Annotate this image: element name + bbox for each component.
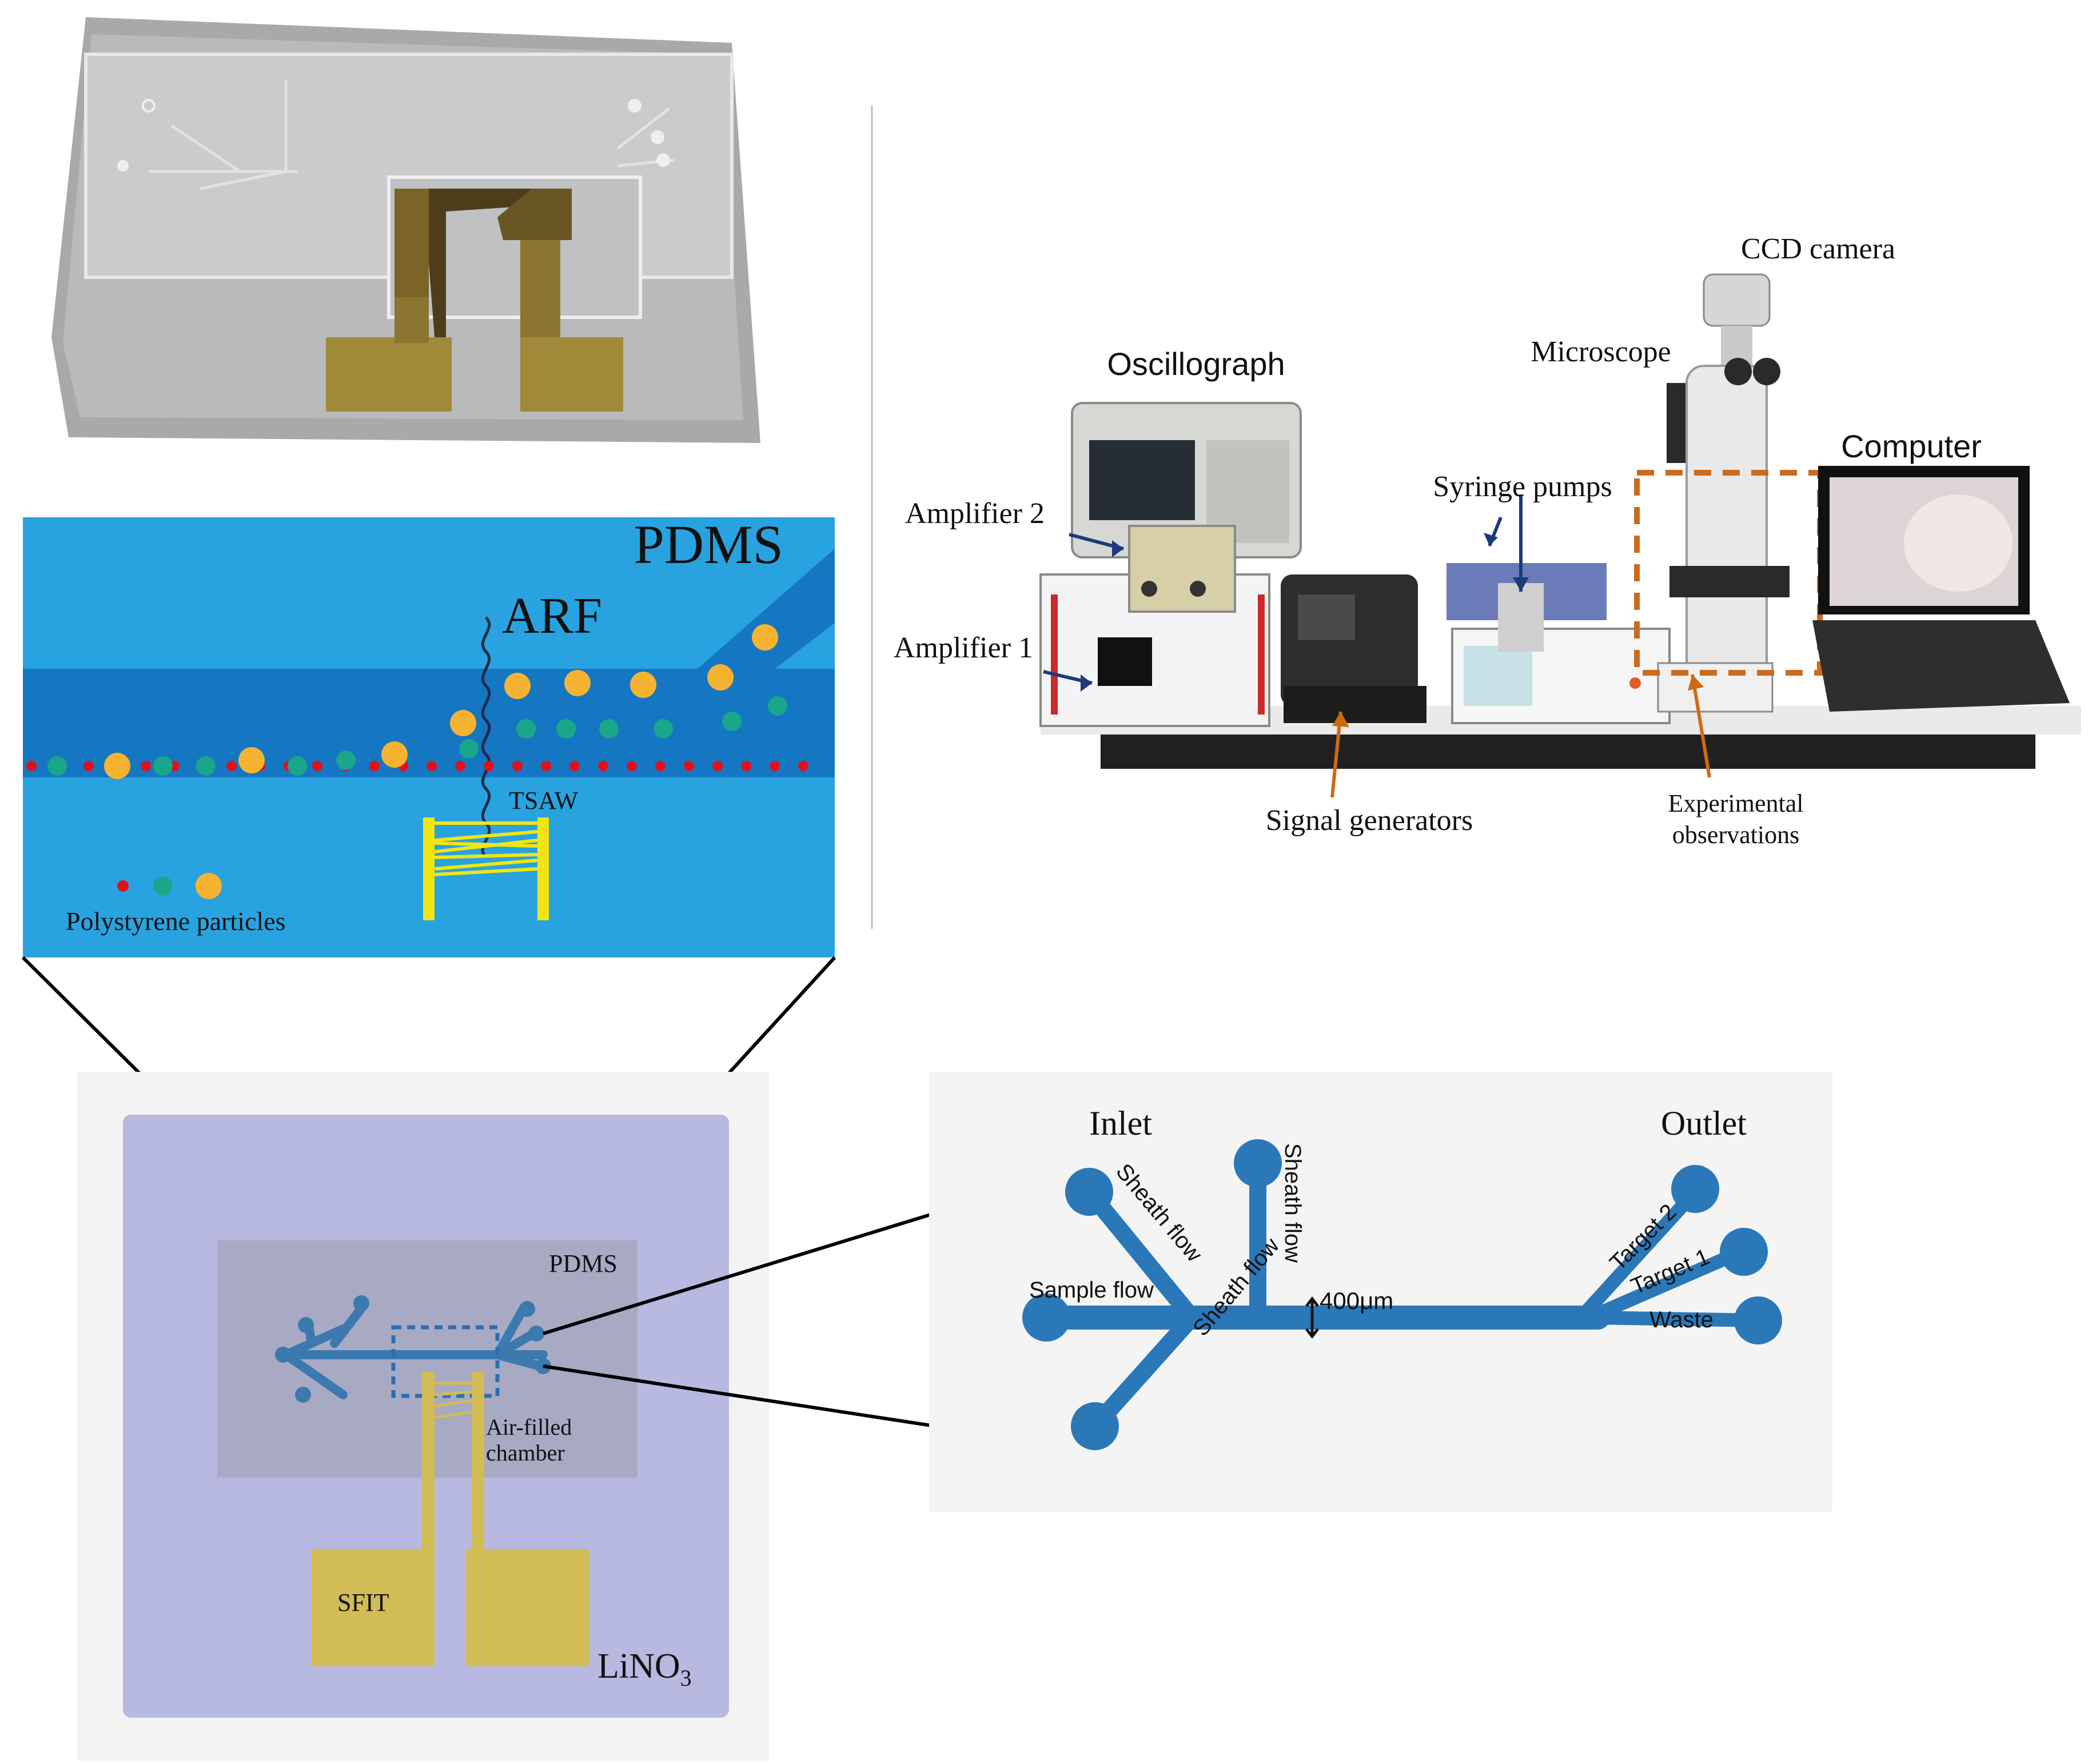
schematic-pdms-label: PDMS <box>634 514 783 575</box>
particle-red <box>598 761 608 771</box>
experimental-label-line1: Experimental <box>1668 789 1803 817</box>
chip-ports <box>275 1295 551 1403</box>
particle-red <box>226 761 237 771</box>
particle-orange <box>630 672 656 698</box>
inlet-sheath-vertical-port <box>1234 1139 1282 1187</box>
observation-box <box>1634 470 1823 676</box>
syringe-pumps-label: Syringe pumps <box>1433 470 1612 503</box>
particle-green <box>599 719 619 739</box>
particle-red <box>741 761 751 771</box>
sample-flow-label: Sample flow <box>1029 1278 1154 1303</box>
particle-red <box>455 761 465 771</box>
particle-orange <box>381 741 408 768</box>
computer-label: Computer <box>1841 428 1982 464</box>
particle-red <box>684 761 694 771</box>
inlet-sample-port <box>1022 1294 1070 1342</box>
tsaw-wave <box>481 616 491 859</box>
inlet-label: Inlet <box>1089 1104 1152 1142</box>
width-marker <box>1305 1296 1319 1339</box>
setup-pointer-arrows <box>1043 494 1711 798</box>
particle-red <box>427 761 437 771</box>
air-chamber-label-line2: chamber <box>486 1440 565 1466</box>
particle-orange <box>104 753 130 779</box>
legend-particle-red <box>117 880 129 892</box>
outlet-target-1-port <box>1720 1228 1768 1276</box>
experimental-label-line2: observations <box>1672 821 1799 849</box>
particle-red <box>141 761 151 771</box>
particle-green <box>153 756 173 776</box>
particle-red <box>569 761 580 771</box>
legend-particle-green <box>153 876 173 896</box>
amplifier-1-label: Amplifier 1 <box>894 632 1033 664</box>
particle-orange <box>504 673 531 699</box>
particle-red <box>484 761 494 771</box>
inlet-sheath-bottom-port <box>1071 1402 1119 1450</box>
signal-generator <box>1281 574 1426 723</box>
particle-red <box>83 761 94 771</box>
particle-red <box>712 761 723 771</box>
amplifier-2-label: Amplifier 2 <box>905 497 1045 530</box>
particle-green <box>516 719 536 739</box>
outlet-target-2-port <box>1671 1165 1719 1213</box>
sheath-flow-vertical-label: Sheath flow <box>1280 1143 1305 1263</box>
chip-photo <box>51 17 760 443</box>
particle-orange <box>752 624 778 650</box>
arf-label: ARF <box>502 588 602 644</box>
particle-orange <box>564 670 591 696</box>
amplifier-2-box <box>1128 525 1236 613</box>
air-chamber-label-line1: Air-filled <box>486 1414 572 1440</box>
substrate-label: LiNO3 <box>597 1647 692 1691</box>
syringe-pump <box>1447 563 1671 724</box>
particle-green <box>459 739 479 759</box>
tsaw-label: TSAW <box>509 787 579 815</box>
particle-red <box>512 761 523 771</box>
particle-green <box>336 751 356 770</box>
chip-electrodes <box>312 1372 589 1666</box>
outlet-label: Outlet <box>1661 1104 1747 1142</box>
chip-schematic: PDMS Air-filled chamber SFIT LiNO3 <box>77 1072 769 1761</box>
particle-orange <box>450 710 476 736</box>
setup-photo: CCD camera Microscope Oscillograph Compu… <box>894 233 2081 849</box>
particle-red <box>798 761 808 771</box>
sfit-label: SFIT <box>337 1589 389 1617</box>
sorting-schematic: PDMS ARF TSAW Polystyrene particles <box>23 514 835 957</box>
channel-design: Inlet Outlet Sheath flow Sheath flow Sam… <box>929 1072 1832 1512</box>
signal-generators-label: Signal generators <box>1266 804 1473 837</box>
legend-particle-orange <box>196 873 222 899</box>
idt-electrode <box>423 817 549 920</box>
particle-orange <box>238 747 265 773</box>
particle-green <box>768 696 787 716</box>
particle-green <box>288 756 307 776</box>
particle-green <box>47 756 67 776</box>
particle-red <box>770 761 780 771</box>
particles-caption: Polystyrene particles <box>66 907 286 936</box>
ccd-camera-label: CCD camera <box>1741 233 1895 265</box>
chip-channel-network <box>281 1302 548 1399</box>
particle-red <box>627 761 637 771</box>
zoom-region-box <box>391 1325 500 1398</box>
particle-green <box>556 719 576 739</box>
oscillograph-label: Oscillograph <box>1107 346 1285 382</box>
particle-red <box>541 761 551 771</box>
inlet-sheath-top-port <box>1065 1168 1113 1216</box>
outlet-waste-port <box>1734 1296 1782 1344</box>
particle-orange <box>707 664 734 691</box>
particle-green <box>196 756 216 776</box>
channel-width-label: 400μm <box>1320 1287 1393 1314</box>
particle-red <box>26 761 37 771</box>
particle-green <box>722 712 742 731</box>
waste-label: Waste <box>1649 1307 1714 1332</box>
laptop <box>1812 466 2070 712</box>
particle-red <box>655 761 666 771</box>
particle-red <box>369 761 380 771</box>
channel-network <box>1037 1155 1765 1435</box>
particle-stream <box>26 624 808 779</box>
chip-pdms-label: PDMS <box>549 1250 617 1278</box>
particle-red <box>312 761 322 771</box>
particle-green <box>653 719 673 739</box>
microscope-label: Microscope <box>1531 336 1671 368</box>
microscope-body <box>1657 273 1790 713</box>
channel-ports <box>1022 1139 1782 1450</box>
